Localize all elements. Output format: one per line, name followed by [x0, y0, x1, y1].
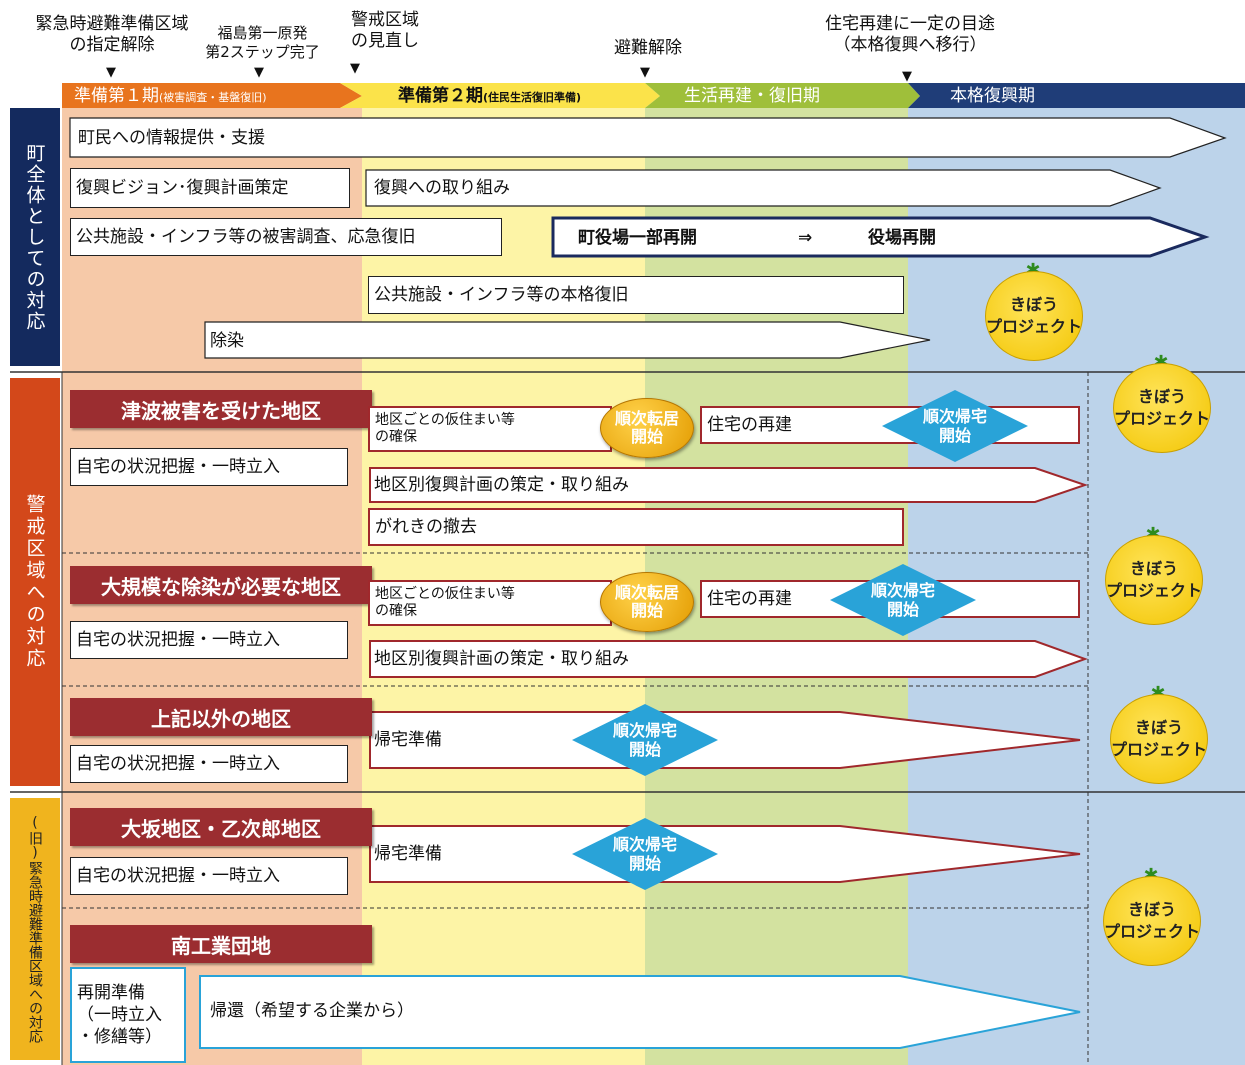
section-town: 町全体としての対応: [10, 108, 60, 366]
milestone-1: 緊急時避難準備区域 の指定解除: [35, 14, 189, 55]
tsunami-temp-housing: 地区ごとの仮住まい等 の確保: [368, 406, 612, 452]
office-arrow-symbol: ⇒: [798, 228, 813, 248]
efforts-arrow: [365, 169, 1162, 207]
osaka-survey: 自宅の状況把握・一時立入: [70, 857, 348, 895]
decon-area-header: 大規模な除染が必要な地区: [70, 566, 372, 604]
decon-label: 除染: [210, 331, 244, 351]
milestone-5: 住宅再建に一定の目途 （本格復興へ移行）: [825, 14, 995, 55]
other-area-header: 上記以外の地区: [70, 698, 372, 736]
osaka-return-diamond: 順次帰宅 開始: [570, 816, 720, 892]
phase3-bar: [645, 83, 920, 108]
industrial-reopen-box: 再開準備 （一時立入 ・修繕等）: [70, 967, 186, 1063]
osaka-prep-arrow: [369, 825, 1081, 883]
tsunami-survey: 自宅の状況把握・一時立入: [70, 448, 348, 486]
milestone-2: 福島第一原発 第2ステップ完了: [205, 24, 320, 61]
phase3-label: 生活再建・復旧期: [684, 86, 820, 106]
tsunami-debris: がれきの撤去: [368, 508, 904, 546]
osaka-prep-label: 帰宅準備: [374, 844, 442, 864]
phase4-label: 本格復興期: [950, 86, 1035, 106]
milestone-3: 警戒区域 の見直し: [351, 10, 419, 51]
tsunami-header: 津波被害を受けた地区: [70, 390, 372, 428]
office-arrow: [551, 216, 1210, 258]
other-return-diamond: 順次帰宅 開始: [570, 702, 720, 778]
industrial-return-arrow: [199, 975, 1081, 1049]
phase1-bar: [62, 83, 362, 108]
decon-plan-label: 地区別復興計画の策定・取り組み: [374, 649, 629, 669]
osaka-header: 大坂地区・乙次郎地区: [70, 808, 372, 846]
tsunami-return-diamond: 順次帰宅 開始: [880, 388, 1030, 464]
milestone-5-marker: ▼: [902, 69, 912, 84]
vision-box: 復興ビジョン･復興計画策定: [70, 168, 350, 208]
phase1-label: 準備第１期(被害調査・基盤復旧): [74, 86, 267, 106]
efforts-label: 復興への取り組み: [374, 178, 510, 198]
other-prep-label: 帰宅準備: [374, 730, 442, 750]
decon-relocation-badge: 順次転居 開始: [600, 572, 694, 632]
decon-arrow: [204, 321, 931, 359]
milestone-4: 避難解除: [614, 38, 682, 58]
phase2-bar: [340, 83, 660, 108]
decon-return-diamond: 順次帰宅 開始: [828, 562, 978, 638]
tsunami-relocation-badge: 順次転居 開始: [600, 398, 694, 458]
decon-temp-housing: 地区ごとの仮住まい等 の確保: [368, 580, 612, 626]
phase4-bar: [908, 83, 1245, 108]
decon-plan-arrow: [369, 640, 1088, 678]
decon-survey: 自宅の状況把握・一時立入: [70, 621, 348, 659]
office-partial-label: 町役場一部再開: [578, 228, 697, 248]
milestone-2-marker: ▼: [254, 65, 264, 80]
office-full-label: 役場再開: [868, 228, 936, 248]
other-prep-arrow: [369, 711, 1081, 769]
survey-box: 公共施設・インフラ等の被害調査、応急復旧: [70, 218, 502, 256]
milestone-1-marker: ▼: [106, 65, 116, 80]
full-repair-box: 公共施設・インフラ等の本格復旧: [368, 276, 904, 314]
industrial-header: 南工業団地: [70, 925, 372, 963]
tsunami-plan-label: 地区別復興計画の策定・取り組み: [374, 475, 629, 495]
section-former: (旧)緊急時避難準備区域への対応: [10, 798, 60, 1060]
phase2-label: 準備第２期(住民生活復旧準備): [398, 86, 582, 106]
section-alert: 警戒区域への対応: [10, 378, 60, 786]
milestone-4-marker: ▼: [640, 65, 650, 80]
other-survey: 自宅の状況把握・一時立入: [70, 745, 348, 783]
industrial-return-label: 帰還（希望する企業から）: [210, 1001, 414, 1021]
info-label: 町民への情報提供・支援: [78, 128, 265, 148]
info-arrow: [69, 117, 1227, 158]
tsunami-plan-arrow: [369, 467, 1089, 503]
milestone-3-marker: ▼: [350, 61, 360, 76]
